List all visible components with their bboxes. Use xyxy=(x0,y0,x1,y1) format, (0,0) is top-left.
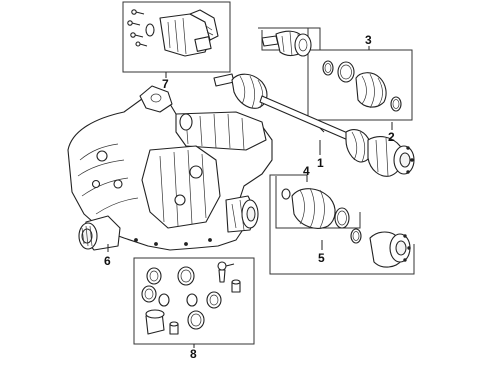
group-3-outer-boot-kit xyxy=(258,27,413,121)
callout-3: 3 xyxy=(365,33,372,47)
bushing-icon xyxy=(145,309,179,335)
boot-clamp-icon-2 xyxy=(350,228,362,244)
mount-bracket-icon xyxy=(139,85,173,113)
boot-clamp-icon-small xyxy=(281,188,291,200)
group-7-actuator-kit xyxy=(122,1,231,73)
rear-differential-assembly xyxy=(67,85,273,251)
group-5-frame xyxy=(269,174,415,275)
callout-2: 2 xyxy=(388,130,395,144)
group-8-seal-kit xyxy=(133,257,255,345)
bolt-icon xyxy=(127,9,148,47)
callout-5: 5 xyxy=(318,251,325,265)
group-3-frame-top xyxy=(258,27,321,50)
callout-4: 4 xyxy=(303,164,310,178)
actuator-motor-icon xyxy=(159,9,219,57)
inner-joint-housing-icon xyxy=(369,231,411,268)
inner-cv-boot-icon xyxy=(291,187,336,229)
callout-8: 8 xyxy=(190,347,197,360)
leader-1-top xyxy=(319,127,325,133)
o-ring-icon xyxy=(145,23,155,37)
drive-shaft-assembly xyxy=(213,73,415,177)
cv-joint-outer-icon xyxy=(261,30,312,57)
cv-boot-icon xyxy=(355,72,387,109)
output-flange-icon xyxy=(225,195,259,233)
left-output-spline-icon xyxy=(78,215,121,251)
group-3-frame-inner xyxy=(261,28,413,121)
group-7-frame xyxy=(122,1,231,73)
boot-clamp-icon xyxy=(322,60,402,112)
shaft-spline-icon xyxy=(213,73,235,87)
group-5-inner-boot-kit xyxy=(269,174,415,275)
callout-7: 7 xyxy=(162,77,169,91)
drain-plug-icon xyxy=(217,261,241,293)
gear-case-icon xyxy=(141,145,221,229)
axle-shaft-icon xyxy=(259,95,351,141)
callout-6: 6 xyxy=(104,254,111,268)
callout-1: 1 xyxy=(317,156,324,170)
seal-ring-icon xyxy=(141,266,222,330)
